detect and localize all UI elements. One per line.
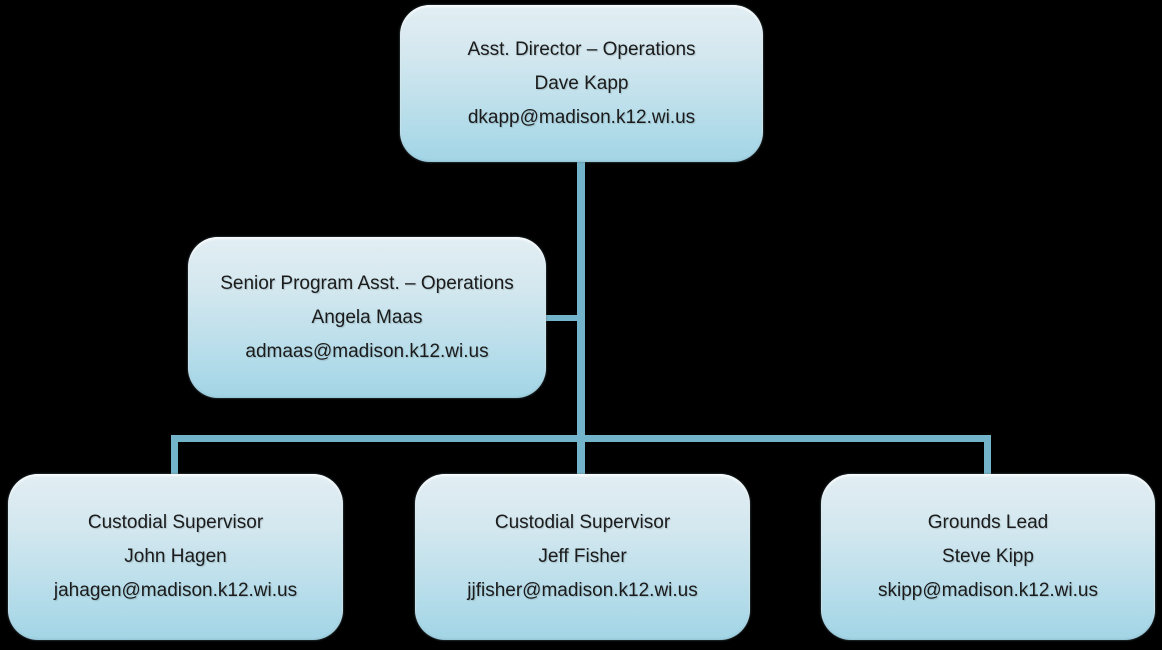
connector-horizontal-bus	[171, 435, 991, 442]
node-email: skipp@madison.k12.wi.us	[878, 580, 1098, 601]
node-email: jahagen@madison.k12.wi.us	[53, 580, 298, 601]
connector-drop-right	[984, 442, 991, 475]
org-node-grounds-lead: Grounds Lead Steve Kipp skipp@madison.k1…	[821, 474, 1155, 640]
connector-drop-left	[171, 442, 178, 475]
org-node-senior-program-asst: Senior Program Asst. – Operations Angela…	[188, 237, 546, 398]
node-title: Asst. Director – Operations	[467, 38, 696, 60]
node-person: John Hagen	[124, 546, 227, 567]
org-node-custodial-supervisor-2: Custodial Supervisor Jeff Fisher jjfishe…	[415, 474, 750, 640]
node-email: jjfisher@madison.k12.wi.us	[467, 580, 698, 601]
node-person: Steve Kipp	[942, 546, 1034, 567]
org-node-asst-director: Asst. Director – Operations Dave Kapp dk…	[400, 5, 763, 162]
connector-stub-senior-asst	[546, 315, 577, 321]
org-node-custodial-supervisor-1: Custodial Supervisor John Hagen jahagen@…	[8, 474, 343, 640]
node-title: Grounds Lead	[927, 512, 1049, 533]
connector-vertical-main	[577, 161, 585, 475]
node-person: Jeff Fisher	[538, 546, 627, 567]
node-person: Angela Maas	[311, 306, 423, 328]
node-email: dkapp@madison.k12.wi.us	[467, 106, 696, 128]
node-title: Custodial Supervisor	[494, 512, 671, 533]
node-email: admaas@madison.k12.wi.us	[245, 340, 489, 362]
node-title: Custodial Supervisor	[87, 512, 264, 533]
node-person: Dave Kapp	[534, 72, 629, 94]
node-title: Senior Program Asst. – Operations	[220, 272, 514, 294]
